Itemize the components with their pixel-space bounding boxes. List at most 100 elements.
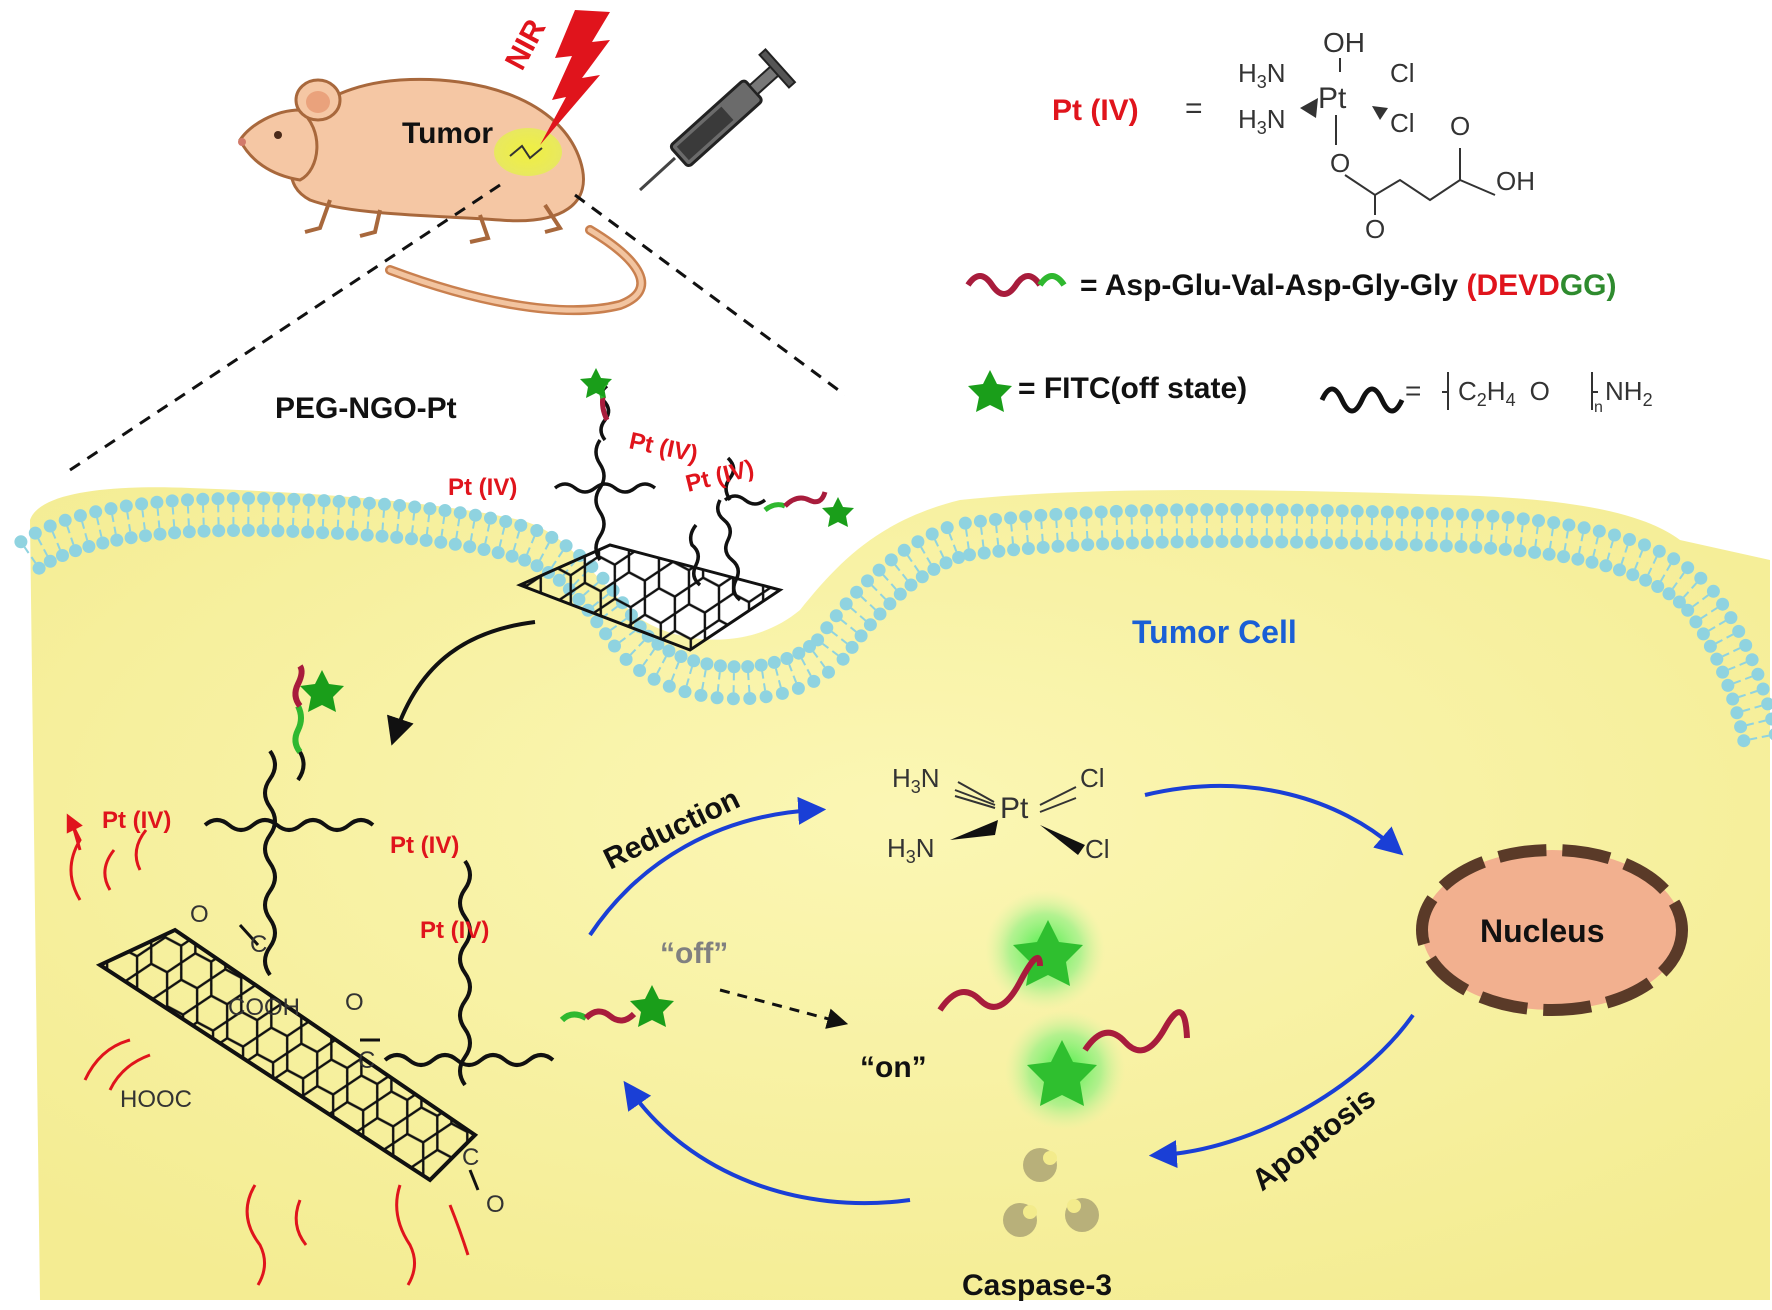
tumor-spot <box>494 128 562 176</box>
membrane-lipid-head <box>845 640 859 654</box>
membrane-lipid-tail <box>1549 540 1553 549</box>
membrane-lipid-head <box>741 660 755 674</box>
membrane-lipid-tail <box>1700 613 1708 620</box>
membrane-lipid-head <box>1185 535 1199 549</box>
membrane-lipid-head <box>89 505 103 519</box>
membrane-lipid-head <box>1716 665 1730 679</box>
membrane-lipid-head <box>700 657 714 671</box>
membrane-lipid-head <box>850 585 864 599</box>
membrane-lipid-tail <box>442 516 446 525</box>
membrane-lipid-head <box>96 536 110 550</box>
membrane-lipid-head <box>1498 542 1512 556</box>
membrane-lipid-head <box>423 502 437 516</box>
membrane-lipid-head <box>1109 504 1123 518</box>
membrane-lipid-head <box>1734 720 1748 734</box>
membrane-lipid-head <box>1694 571 1708 585</box>
membrane-lipid-head <box>1547 516 1561 530</box>
membrane-lipid-head <box>1721 678 1735 692</box>
membrane-lipid-tail <box>1519 537 1523 545</box>
membrane-lipid-tail <box>157 520 161 528</box>
membrane-lipid-head <box>28 526 42 540</box>
membrane-lipid-head <box>317 494 331 508</box>
membrane-lipid-head <box>1424 538 1438 552</box>
membrane-lipid-head <box>69 544 82 558</box>
membrane-lipid-head <box>419 533 433 547</box>
membrane-lipid-head <box>1215 535 1229 548</box>
membrane-lipid-head <box>647 672 661 686</box>
membrane-lipid-head <box>743 692 757 705</box>
membrane-lipid-tail <box>610 624 618 631</box>
membrane-lipid-tail <box>920 546 926 554</box>
membrane-lipid-tail <box>747 672 750 681</box>
membrane-lipid-tail <box>1592 548 1597 557</box>
membrane-lipid-head <box>1021 542 1035 555</box>
tumor-cell-label: Tumor Cell <box>1132 614 1297 650</box>
membrane-lipid-tail <box>1758 719 1766 724</box>
membrane-lipid-head <box>1681 603 1695 617</box>
cisplatin-structure: H3N Pt Cl H3N Cl <box>887 763 1110 867</box>
membrane-lipid-tail <box>1620 556 1625 565</box>
membrane-lipid-tail <box>806 668 812 677</box>
membrane-lipid-head <box>1350 536 1363 550</box>
membrane-lipid-tail <box>530 536 536 544</box>
membrane-lipid-tail <box>831 650 839 657</box>
membrane-lipid-tail <box>156 508 160 516</box>
membrane-lipid-head <box>32 561 46 575</box>
pt-iv-structure: OH H3N Pt Cl H3N Cl O O O OH <box>1238 27 1535 244</box>
membrane-lipid-tail <box>1749 737 1758 741</box>
membrane-lipid-tail <box>486 524 491 532</box>
membrane-lipid-tail <box>484 535 488 544</box>
membrane-lipid-head <box>1305 535 1319 549</box>
membrane-lipid-head <box>1140 504 1153 517</box>
off-to-on-arrow <box>719 988 849 1029</box>
carbonyl-c-1: C <box>250 931 267 958</box>
membrane-lipid-head <box>873 607 887 621</box>
pt-cl-top: Cl <box>1390 58 1415 88</box>
membrane-lipid-tail <box>469 533 474 541</box>
membrane-lipid-head <box>915 570 929 584</box>
membrane-lipid-tail <box>544 542 550 550</box>
membrane-lipid-head <box>1215 503 1229 516</box>
tumor-label: Tumor <box>402 117 493 150</box>
membrane-lipid-tail <box>822 643 830 649</box>
membrane-lipid-head <box>727 660 741 674</box>
membrane-lipid-head <box>287 492 301 506</box>
fitc-star-icon <box>968 370 1012 412</box>
legend: Pt (IV) = OH H3N Pt Cl H3N Cl O O O OH =… <box>965 27 1653 416</box>
membrane-lipid-tail <box>1634 561 1639 570</box>
membrane-lipid-head <box>530 559 544 573</box>
membrane-lipid-tail <box>366 521 370 529</box>
membrane-lipid-head <box>135 497 149 511</box>
membrane-lipid-tail <box>56 542 61 550</box>
membrane-lipid-head <box>1737 734 1751 748</box>
membrane-lipid-tail <box>1701 594 1709 601</box>
membrane-lipid-head <box>1379 537 1393 551</box>
membrane-lipid-head <box>331 526 344 540</box>
pt-center: Pt <box>1318 82 1347 115</box>
membrane-lipid-head <box>1335 504 1349 518</box>
membrane-lipid-head <box>1456 508 1470 521</box>
membrane-lipid-tail <box>1624 545 1629 553</box>
membrane-lipid-head <box>211 492 225 506</box>
membrane-lipid-head <box>1125 536 1139 550</box>
membrane-lipid-tail <box>763 683 767 691</box>
membrane-lipid-head <box>1004 511 1018 525</box>
membrane-lipid-head <box>1079 506 1093 520</box>
membrane-lipid-head <box>82 540 96 553</box>
membrane-lipid-tail <box>819 660 826 668</box>
peg-wave-icon <box>1319 386 1405 414</box>
membrane-lipid-head <box>1689 615 1703 629</box>
membrane-lipid-head <box>1513 544 1527 558</box>
membrane-lipid-tail <box>996 537 1000 546</box>
membrane-lipid-head <box>360 528 374 542</box>
membrane-lipid-tail <box>1733 679 1742 685</box>
membrane-lipid-head <box>633 664 647 677</box>
membrane-lipid-head <box>257 492 271 506</box>
membrane-lipid-tail <box>638 640 645 647</box>
membrane-lipid-head <box>1394 538 1408 551</box>
membrane-lipid-tail <box>1565 531 1569 539</box>
membrane-lipid-tail <box>142 522 146 530</box>
membrane-lipid-tail <box>800 658 807 666</box>
membrane-lipid-tail <box>352 508 355 516</box>
membrane-lipid-head <box>286 524 300 538</box>
